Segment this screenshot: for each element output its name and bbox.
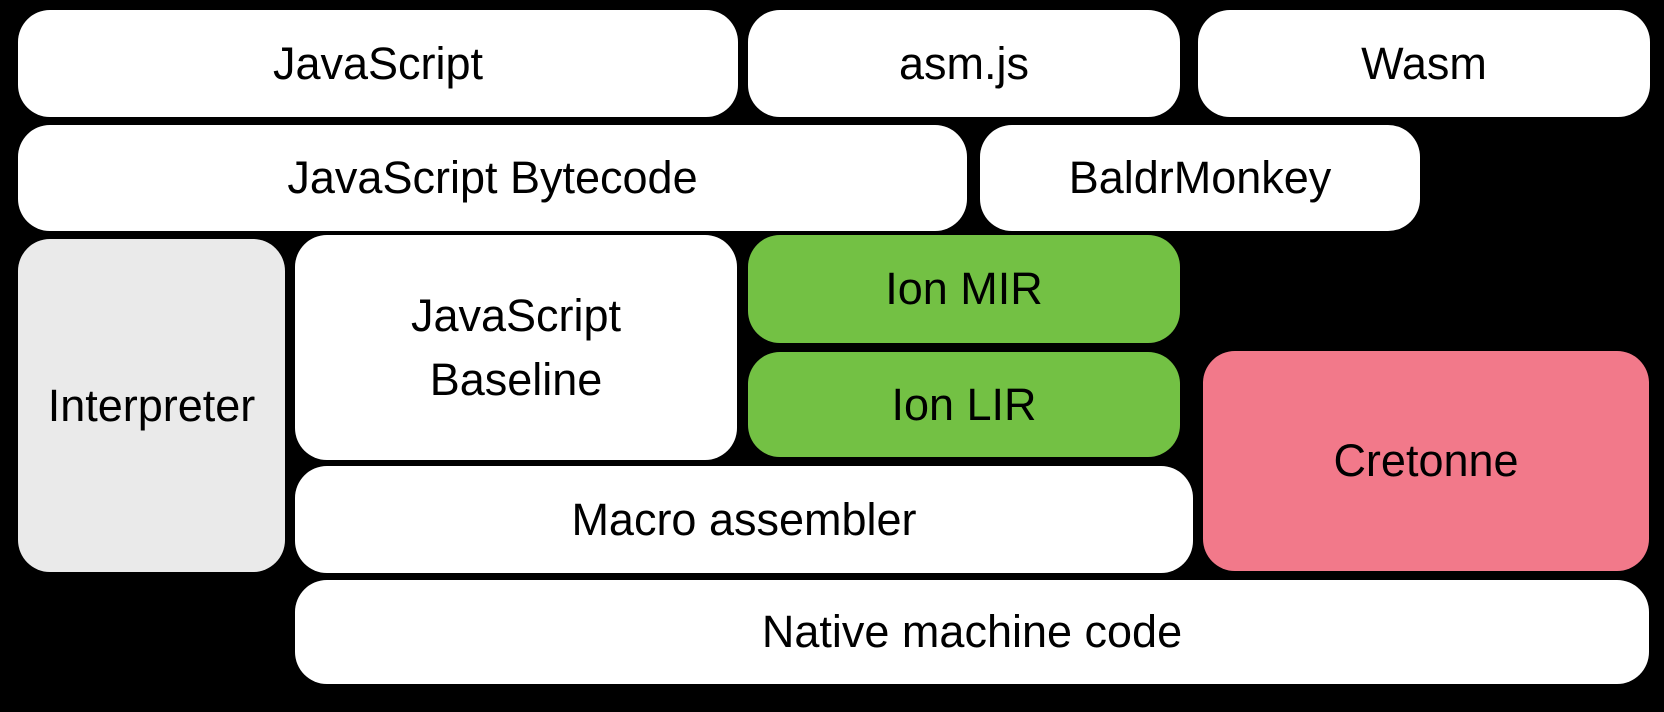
box-cretonne: Cretonne [1203,351,1649,571]
box-ion-mir: Ion MIR [748,235,1180,343]
box-asmjs: asm.js [748,10,1180,117]
box-javascript-bytecode: JavaScript Bytecode [18,125,967,231]
box-javascript-baseline: JavaScript Baseline [295,235,737,460]
box-interpreter: Interpreter [18,239,285,572]
box-native-machine-code: Native machine code [295,580,1649,684]
box-wasm: Wasm [1198,10,1650,117]
box-javascript: JavaScript [18,10,738,117]
box-ion-lir: Ion LIR [748,352,1180,457]
box-macro-assembler: Macro assembler [295,466,1193,573]
box-baldrmonkey: BaldrMonkey [980,125,1420,231]
